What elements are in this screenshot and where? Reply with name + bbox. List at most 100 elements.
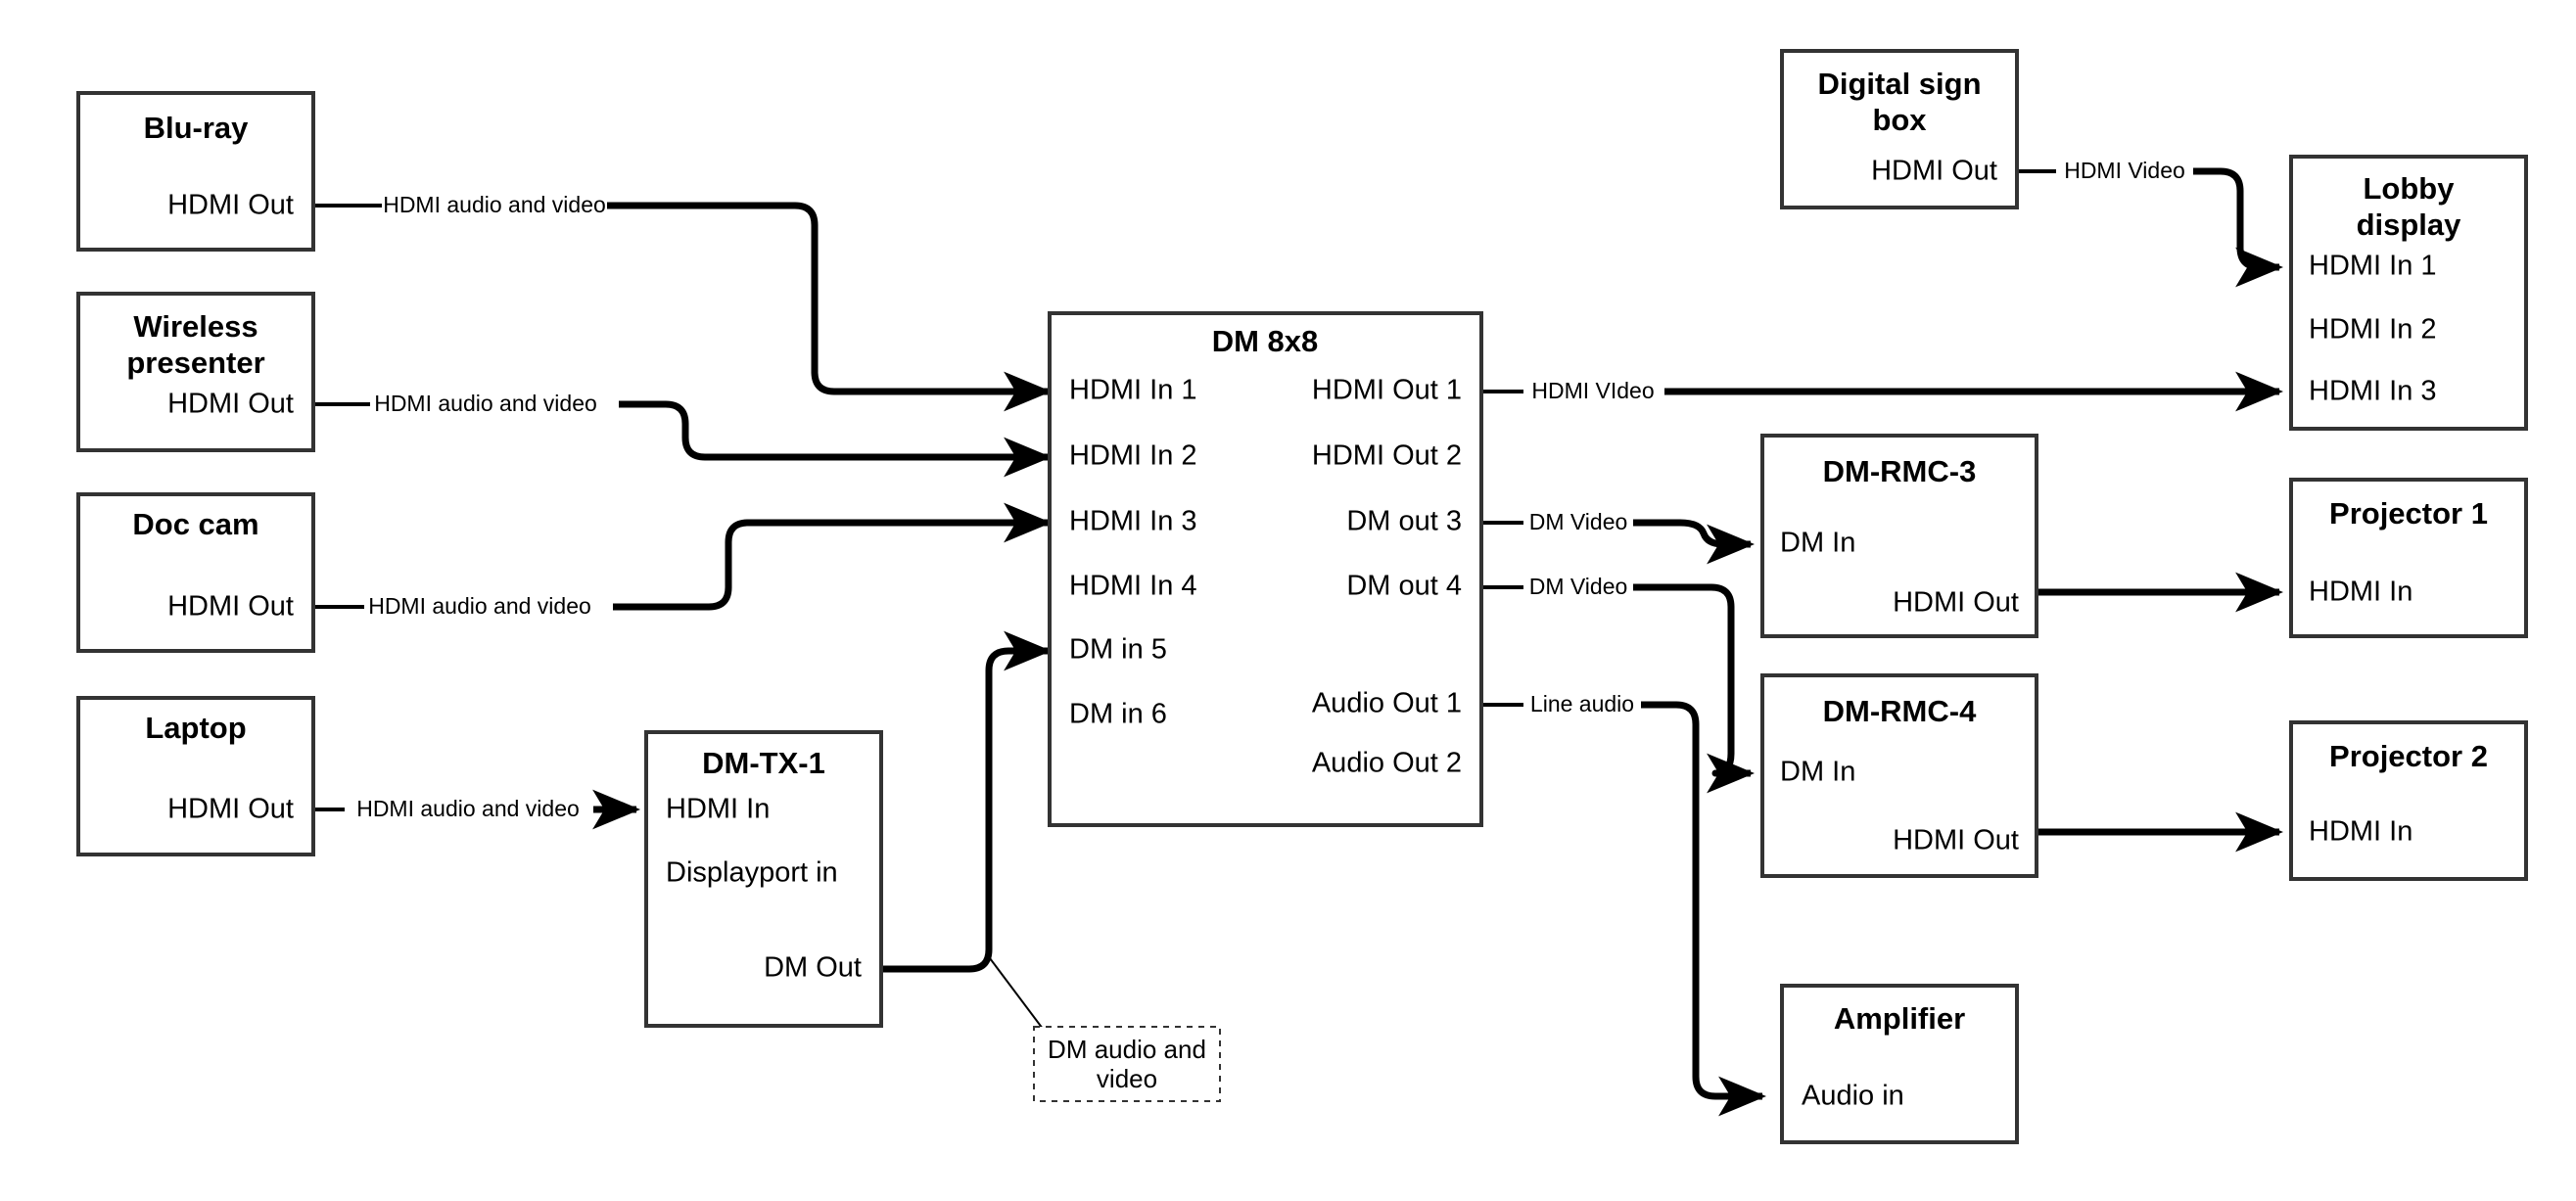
node-dm-tx-1-title: DM-TX-1 xyxy=(702,746,825,780)
port-dm-8x8-dm-out-4: DM out 4 xyxy=(1346,571,1462,602)
node-dm-rmc-4-title: DM-RMC-4 xyxy=(1823,694,1977,728)
node-wireless-presenter-title-line2: presenter xyxy=(126,346,264,380)
port-dm-rmc-3-dm-in: DM In xyxy=(1780,528,1855,559)
annotation-dm-audio-and-video-box xyxy=(1033,1026,1221,1102)
port-dm-8x8-hdmi-in-4: HDMI In 4 xyxy=(1069,571,1197,602)
edge-doc-cam-to-dm8x8: HDMI audio and video xyxy=(313,502,1053,619)
annotation-dm-audio-and-video-line2: video xyxy=(1097,1064,1157,1093)
node-laptop-box[interactable] xyxy=(76,696,315,856)
annotation-dm-audio-and-video-line1: DM audio and xyxy=(1048,1035,1206,1064)
edge-label-laptop: HDMI audio and video xyxy=(356,796,580,821)
port-dm-rmc-4-hdmi-out: HDMI Out xyxy=(1893,825,2019,856)
port-projector-1-hdmi-in: HDMI In xyxy=(2309,577,2412,608)
node-amplifier-title: Amplifier xyxy=(1834,1001,1965,1036)
node-amplifier[interactable]: Amplifier Audio in xyxy=(1780,984,2019,1144)
node-dm-rmc-3[interactable]: DM-RMC-3 DM In HDMI Out xyxy=(1760,434,2038,638)
node-dm-8x8-box[interactable] xyxy=(1048,311,1483,827)
node-digital-sign-box-box[interactable] xyxy=(1780,49,2019,209)
port-amplifier-audio-in: Audio in xyxy=(1802,1081,1904,1112)
node-dm-8x8[interactable]: DM 8x8 HDMI In 1 HDMI In 2 HDMI In 3 HDM… xyxy=(1048,311,1483,827)
node-wireless-presenter[interactable]: Wireless presenter HDMI Out xyxy=(76,292,315,452)
node-dm-rmc-3-title: DM-RMC-3 xyxy=(1823,454,1977,488)
port-dm-8x8-dm-in-5: DM in 5 xyxy=(1069,634,1167,666)
edge-blu-ray-to-dm8x8: HDMI audio and video xyxy=(313,192,1053,412)
annotation-dm-audio-and-video: DM audio and video xyxy=(1033,1026,1221,1102)
node-doc-cam-box[interactable] xyxy=(76,492,315,653)
port-wireless-presenter-hdmi-out: HDMI Out xyxy=(167,389,294,420)
edge-label-doccam: HDMI audio and video xyxy=(368,593,591,619)
edge-path-audioout1 xyxy=(1641,701,1767,1117)
port-dm-rmc-4-dm-in: DM In xyxy=(1780,757,1855,788)
node-doc-cam-title: Doc cam xyxy=(132,507,258,541)
edge-path-dmout4 xyxy=(1633,583,1756,794)
node-projector-1-title: Projector 1 xyxy=(2329,496,2488,531)
port-lobby-display-hdmi-in-3: HDMI In 3 xyxy=(2309,376,2437,407)
node-blu-ray-title: Blu-ray xyxy=(144,111,250,145)
node-projector-1[interactable]: Projector 1 HDMI In xyxy=(2289,478,2528,638)
node-dm-tx-1[interactable]: DM-TX-1 HDMI In Displayport in DM Out xyxy=(644,730,883,1028)
port-doc-cam-hdmi-out: HDMI Out xyxy=(167,591,294,623)
edge-path-dmtx1 xyxy=(881,630,1053,973)
node-digital-sign-box[interactable]: Digital sign box HDMI Out xyxy=(1780,49,2019,209)
edge-label-hdmi-video-1: HDMI VIdeo xyxy=(1531,378,1654,403)
node-amplifier-box[interactable] xyxy=(1780,984,2019,1144)
node-dm-rmc-4-box[interactable] xyxy=(1760,673,2038,878)
port-dm-8x8-hdmi-out-1: HDMI Out 1 xyxy=(1312,375,1462,406)
edge-path-wireless xyxy=(619,400,1053,478)
node-projector-2-box[interactable] xyxy=(2289,720,2528,881)
port-dm-8x8-hdmi-out-2: HDMI Out 2 xyxy=(1312,440,1462,472)
node-dm-tx-1-box[interactable] xyxy=(644,730,883,1028)
edge-path-dmout3 xyxy=(1633,519,1756,565)
node-projector-2[interactable]: Projector 2 HDMI In xyxy=(2289,720,2528,881)
edge-dm8x8-to-dmrmc3: DM Video xyxy=(1481,509,1756,565)
port-dm-8x8-audio-out-1: Audio Out 1 xyxy=(1312,688,1462,719)
edge-dmtx1-to-dm8x8 xyxy=(881,630,1076,1073)
edge-label-hdmi-video-2: HDMI Video xyxy=(2064,158,2185,183)
port-dm-tx-1-displayport-in: Displayport in xyxy=(666,857,838,889)
port-dm-8x8-hdmi-in-2: HDMI In 2 xyxy=(1069,440,1197,472)
node-projector-2-title: Projector 2 xyxy=(2329,739,2488,773)
edge-path-blu-ray xyxy=(607,202,1053,412)
port-projector-2-hdmi-in: HDMI In xyxy=(2309,816,2412,848)
node-doc-cam[interactable]: Doc cam HDMI Out xyxy=(76,492,315,653)
edge-dm8x8-to-lobby-in3: HDMI VIdeo xyxy=(1481,371,2284,412)
edge-wireless-presenter-to-dm8x8: HDMI audio and video xyxy=(313,391,1053,478)
node-projector-1-box[interactable] xyxy=(2289,478,2528,638)
port-lobby-display-hdmi-in-1: HDMI In 1 xyxy=(2309,251,2437,282)
node-dm-rmc-3-box[interactable] xyxy=(1760,434,2038,638)
node-dm-rmc-4[interactable]: DM-RMC-4 DM In HDMI Out xyxy=(1760,673,2038,878)
node-lobby-display[interactable]: Lobby display HDMI In 1 HDMI In 2 HDMI I… xyxy=(2289,155,2528,431)
port-dm-rmc-3-hdmi-out: HDMI Out xyxy=(1893,587,2019,619)
node-digital-sign-box-title-line1: Digital sign xyxy=(1817,67,1981,101)
node-wireless-presenter-box[interactable] xyxy=(76,292,315,452)
port-lobby-display-hdmi-in-2: HDMI In 2 xyxy=(2309,314,2437,346)
port-blu-ray-hdmi-out: HDMI Out xyxy=(167,190,294,221)
node-wireless-presenter-title-line1: Wireless xyxy=(133,309,258,344)
node-blu-ray[interactable]: Blu-ray HDMI Out xyxy=(76,91,315,252)
edge-label-line-audio: Line audio xyxy=(1530,691,1634,716)
port-dm-8x8-hdmi-in-3: HDMI In 3 xyxy=(1069,506,1197,537)
node-digital-sign-box-title-line2: box xyxy=(1872,103,1927,137)
edge-digitalsign-to-lobby-in1: HDMI Video xyxy=(2017,158,2284,288)
port-dm-8x8-dm-out-3: DM out 3 xyxy=(1346,506,1462,537)
edge-label-dm-video-3: DM Video xyxy=(1529,509,1628,534)
node-laptop-title: Laptop xyxy=(145,711,246,745)
node-lobby-display-title-line2: display xyxy=(2357,208,2462,242)
edge-path-digitalsign xyxy=(2193,167,2284,288)
edge-dm8x8-to-amplifier: Line audio xyxy=(1481,691,1767,1117)
port-digital-sign-box-hdmi-out: HDMI Out xyxy=(1871,156,1997,187)
node-lobby-display-box[interactable] xyxy=(2289,155,2528,431)
port-dm-tx-1-hdmi-in: HDMI In xyxy=(666,794,770,825)
edge-dm8x8-to-dmrmc4: DM Video xyxy=(1481,574,1756,794)
edge-laptop-to-dmtx1: HDMI audio and video xyxy=(313,789,641,830)
edge-path-doccam xyxy=(613,502,1053,611)
node-dm-8x8-title: DM 8x8 xyxy=(1212,324,1319,358)
edge-label-wireless: HDMI audio and video xyxy=(374,391,597,416)
edge-label-blu-ray: HDMI audio and video xyxy=(383,192,606,217)
node-blu-ray-box[interactable] xyxy=(76,91,315,252)
edge-label-dm-video-4: DM Video xyxy=(1529,574,1628,599)
port-dm-tx-1-dm-out: DM Out xyxy=(764,952,862,984)
node-laptop[interactable]: Laptop HDMI Out xyxy=(76,696,315,856)
